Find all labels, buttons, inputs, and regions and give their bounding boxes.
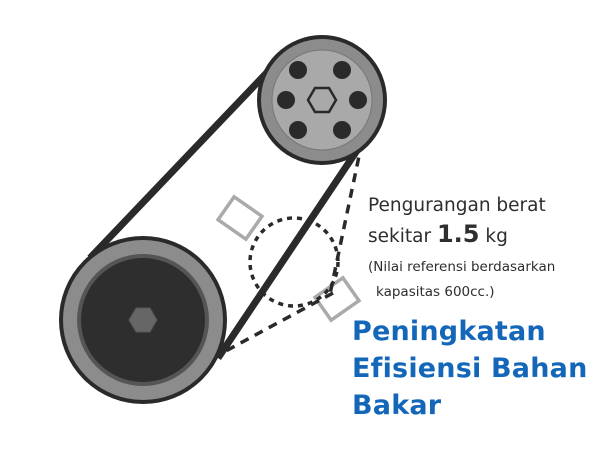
caption-prefix: sekitar [368, 226, 432, 247]
caption-line-2: sekitar 1.5 kg [368, 220, 593, 251]
drive-belt-upper [87, 60, 279, 261]
drive-pulley [59, 236, 227, 404]
driven-pulley [257, 35, 387, 165]
headline-line-3: Bakar [352, 390, 442, 421]
removed-bracket-upper [215, 194, 265, 242]
weight-reduction-caption: Pengurangan berat sekitar 1.5 kg (Nilai … [368, 192, 593, 301]
headline-line-2: Efisiensi Bahan [352, 353, 588, 384]
removed-belt-path-right [328, 141, 364, 295]
removed-bracket-lower [312, 275, 362, 323]
drive-belt-lower [215, 138, 367, 360]
reference-note-line-1: (Nilai referensi berdasarkan [368, 259, 556, 275]
reference-note-line-2: kapasitas 600cc.) [376, 284, 495, 300]
hex-nut-icon [128, 307, 158, 333]
fuel-efficiency-headline: Peningkatan Efisiensi Bahan Bakar [352, 313, 597, 424]
caption-line-1: Pengurangan berat [368, 195, 546, 216]
hex-nut-icon [306, 86, 338, 114]
removed-idler-pulley [248, 216, 340, 308]
headline-line-1: Peningkatan [352, 316, 546, 347]
weight-unit: kg [485, 226, 508, 247]
weight-value: 1.5 [436, 220, 480, 248]
